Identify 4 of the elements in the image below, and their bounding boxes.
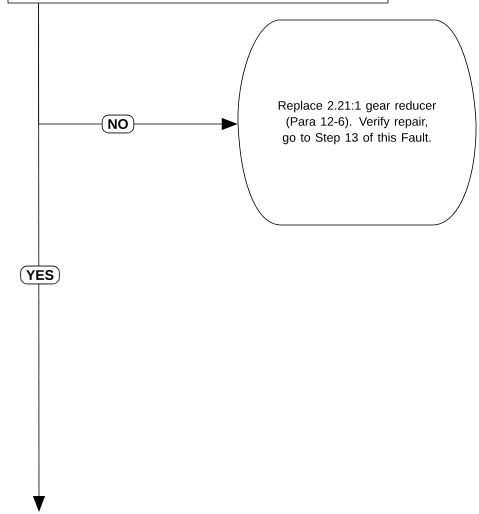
edge-label: YES — [20, 266, 60, 284]
edge-label: NO — [102, 114, 134, 134]
action-box: Replace 2.21:1 gear reducer (Para 12-6). Verify repair, go to Step 13 of this Fault. — [238, 20, 476, 226]
process-box — [8, 0, 388, 4]
